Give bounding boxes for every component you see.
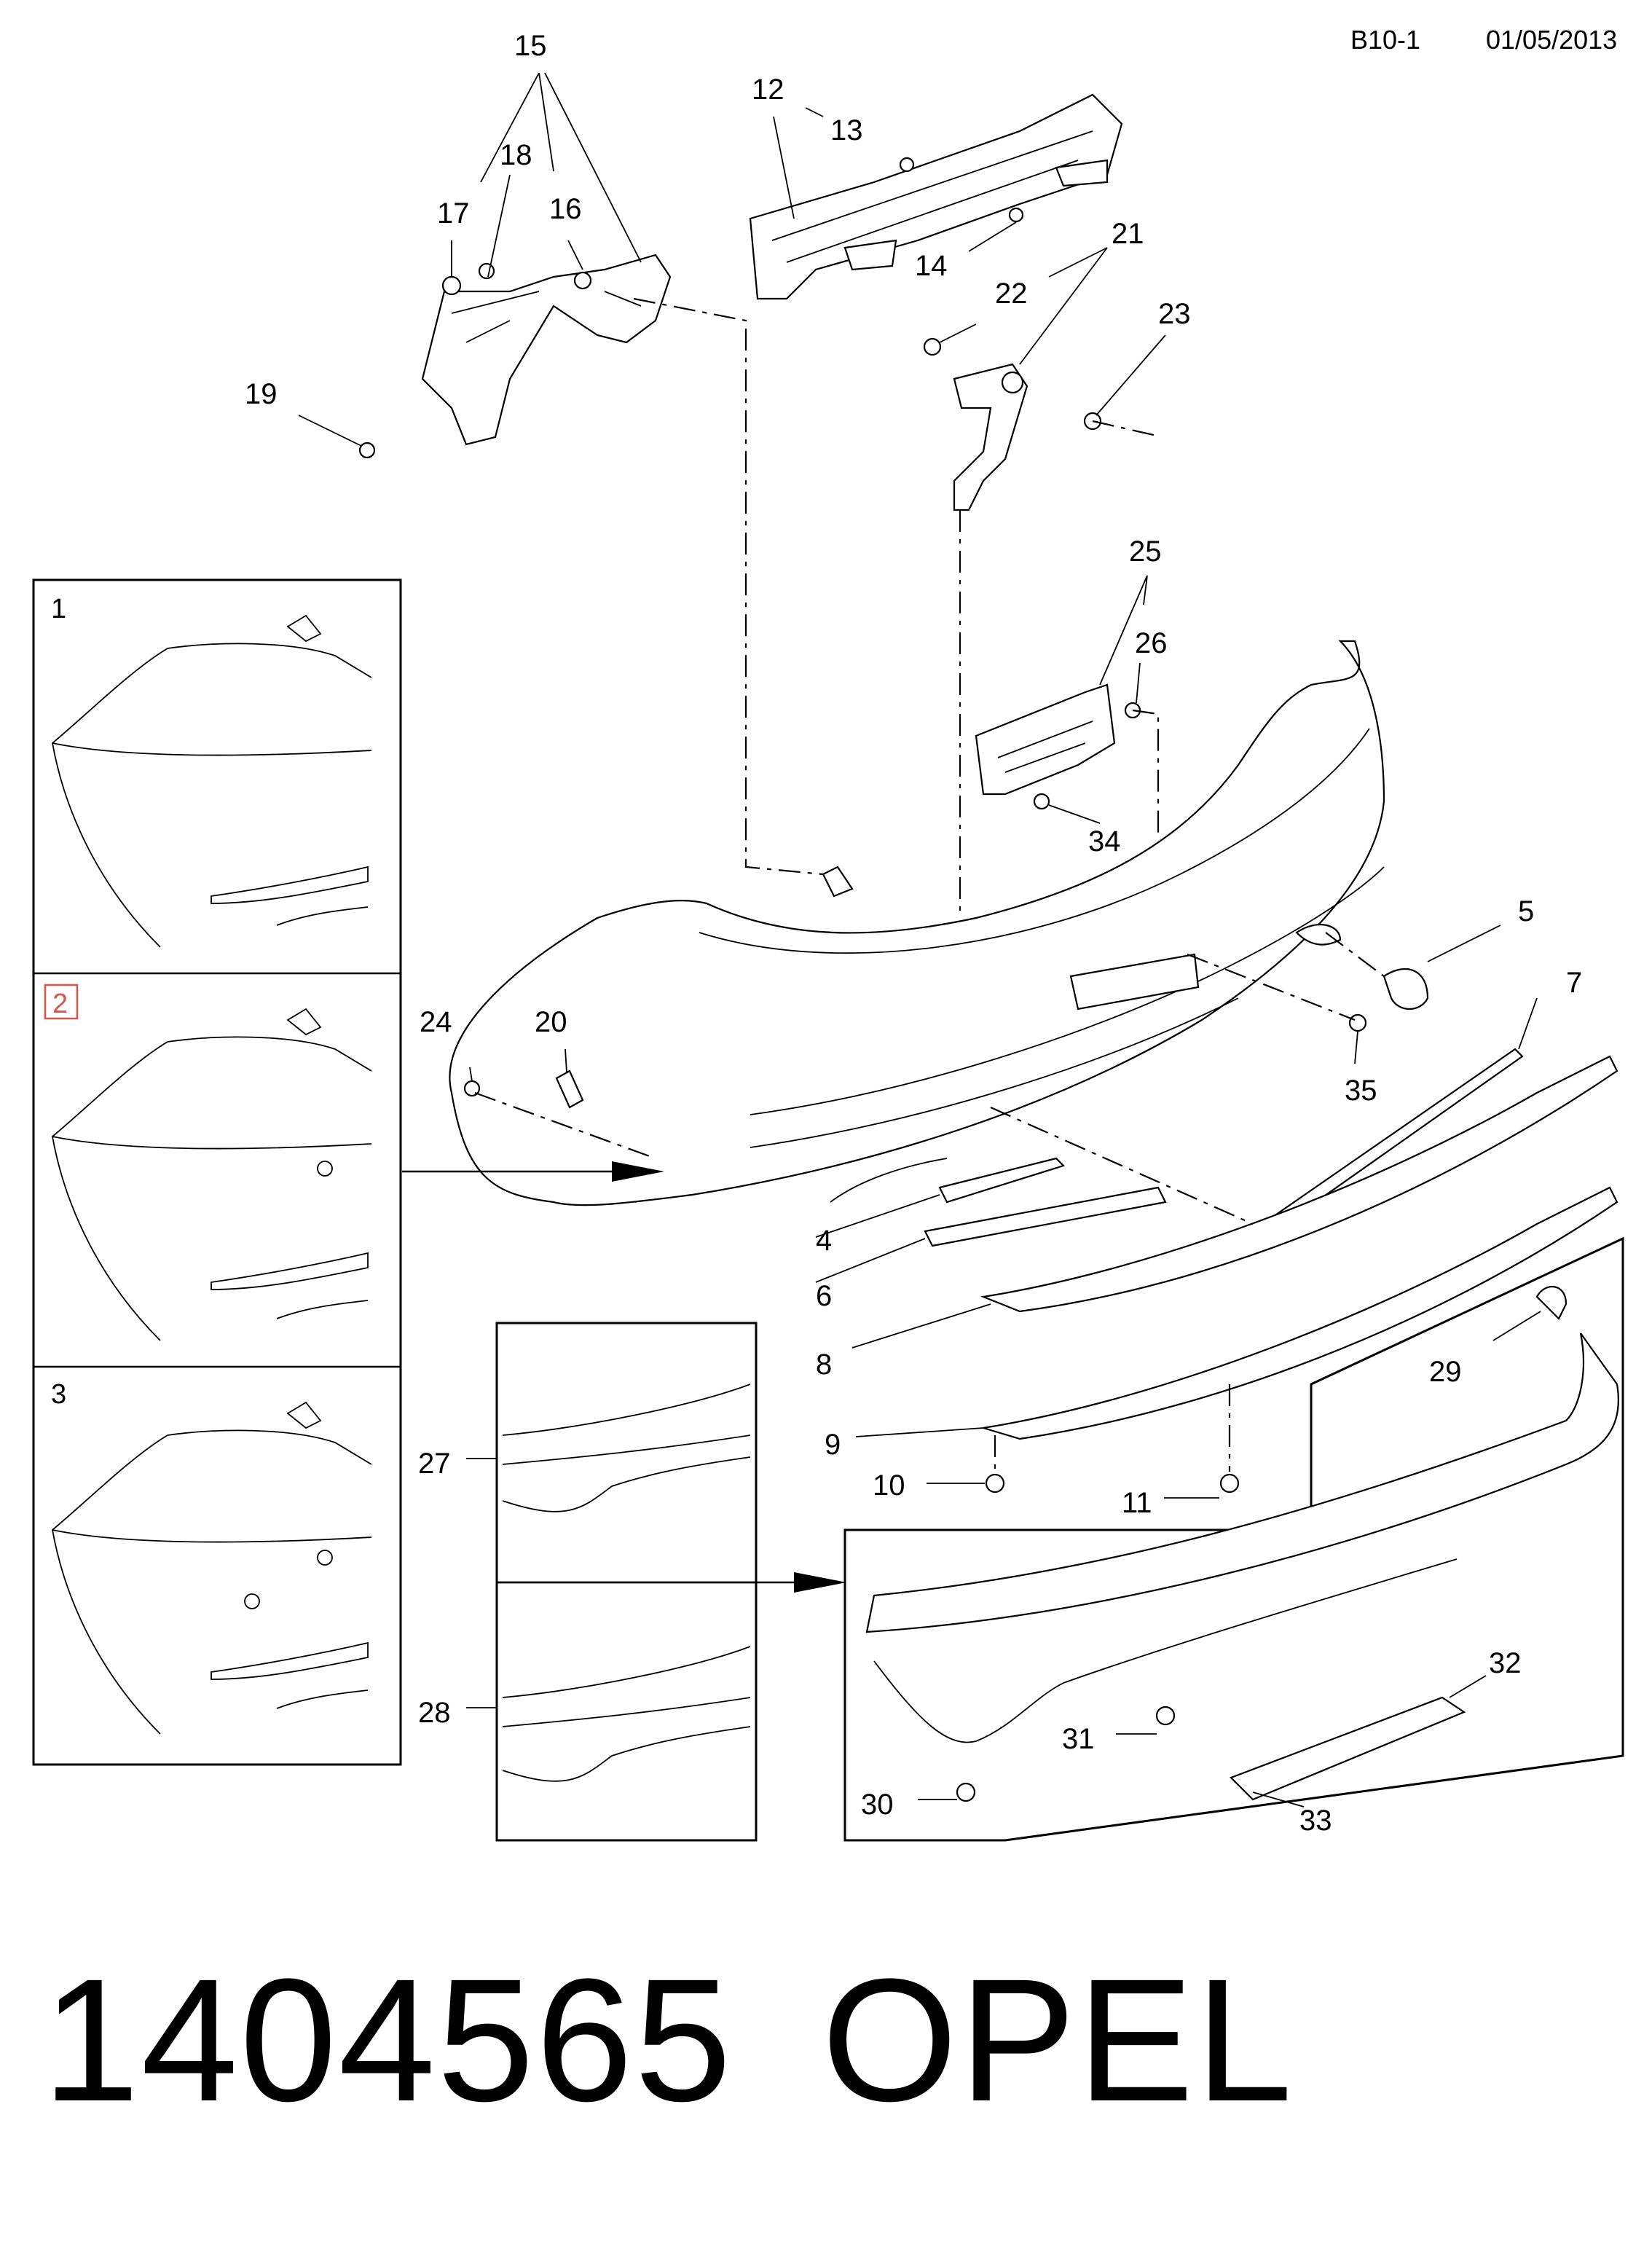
callout-32: 32 <box>1489 1647 1522 1679</box>
callout-20: 20 <box>535 1006 567 1038</box>
variant-panel-2 <box>52 1008 372 1341</box>
rear-bumper-fascia <box>449 640 1385 1206</box>
center-bracket <box>975 683 1141 810</box>
variant-panels <box>32 578 402 1766</box>
page-code: B10-1 <box>1350 25 1421 55</box>
callout-18: 18 <box>500 139 532 171</box>
callout-12: 12 <box>752 74 784 106</box>
callout-8: 8 <box>816 1349 832 1381</box>
fascia-small-parts <box>463 968 1429 1109</box>
callout-11: 11 <box>1122 1487 1152 1519</box>
callout-16: 16 <box>549 193 582 225</box>
leader-lines <box>298 72 1541 1808</box>
trim-strips <box>924 1048 1618 1440</box>
callout-21: 21 <box>1112 218 1144 250</box>
callout-labels: 12 13 14 15 16 17 18 19 21 22 23 25 26 3… <box>245 30 1582 1837</box>
bracket-fasteners <box>358 157 1024 459</box>
callout-15: 15 <box>514 30 547 62</box>
callout-30: 30 <box>861 1789 894 1821</box>
callout-26: 26 <box>1135 627 1168 659</box>
callout-29: 29 <box>1429 1356 1462 1388</box>
callout-28: 28 <box>418 1697 451 1729</box>
callout-17: 17 <box>437 197 470 229</box>
push-pin-fastener <box>985 1473 1005 1494</box>
callout-33: 33 <box>1299 1805 1332 1837</box>
callout-35: 35 <box>1345 1075 1377 1107</box>
callout-22: 22 <box>995 278 1028 310</box>
license-plate-recess <box>1069 953 1200 1010</box>
variant-panel-frame <box>32 578 402 1766</box>
variant-panel-1 <box>52 614 372 948</box>
callout-34: 34 <box>1088 825 1121 857</box>
diagram-date: 01/05/2013 <box>1486 25 1618 55</box>
left-side-bracket <box>421 254 672 446</box>
variant-label-3: 3 <box>51 1379 66 1410</box>
callout-27: 27 <box>418 1448 451 1480</box>
arrow-head <box>612 1161 664 1182</box>
callout-25: 25 <box>1129 535 1162 568</box>
callout-10: 10 <box>873 1469 905 1502</box>
push-pin-fastener <box>1219 1473 1240 1494</box>
callout-23: 23 <box>1158 298 1191 330</box>
callout-19: 19 <box>245 378 278 410</box>
assembly-guides <box>474 297 1385 1472</box>
callout-9: 9 <box>825 1429 841 1461</box>
variant-label-1: 1 <box>51 594 66 624</box>
arrow-head <box>794 1572 846 1593</box>
upper-center-bracket <box>749 93 1123 300</box>
callout-7: 7 <box>1566 967 1582 999</box>
variant-highlight-box <box>44 984 79 1020</box>
part-number: 1404565 <box>42 1942 733 2138</box>
variant-panel-3 <box>52 1401 372 1735</box>
variant-label-2: 2 <box>52 989 68 1019</box>
callout-6: 6 <box>816 1280 832 1312</box>
callout-14: 14 <box>915 250 948 282</box>
lower-diffuser-box <box>843 1236 1624 1842</box>
callout-13: 13 <box>830 114 863 146</box>
callout-5: 5 <box>1518 895 1534 927</box>
right-side-bracket <box>923 337 1102 511</box>
callout-31: 31 <box>1062 1723 1095 1755</box>
callout-24: 24 <box>420 1006 452 1038</box>
callout-4: 4 <box>816 1225 832 1257</box>
brand-name: OPEL <box>822 1942 1294 2138</box>
